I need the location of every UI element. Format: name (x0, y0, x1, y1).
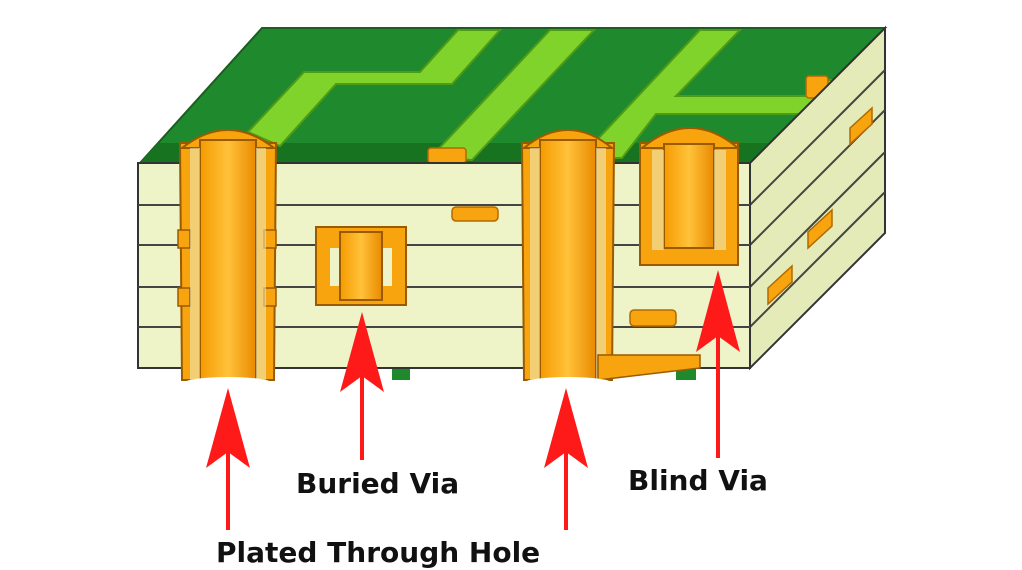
arrow-plated-through-hole-2 (544, 388, 588, 530)
bottom-green-peek-1 (392, 366, 410, 380)
arrow-blind-via (696, 270, 740, 458)
arrow-buried-via (340, 312, 384, 460)
trace-left (246, 29, 503, 148)
label-plated-through-hole: Plated Through Hole (216, 536, 540, 569)
inner-pad-2 (629, 309, 677, 327)
arrows (206, 270, 740, 530)
trace-pad-middle (427, 147, 467, 164)
inner-pad-1 (451, 206, 499, 222)
label-blind-via: Blind Via (628, 464, 768, 497)
buried-via-structure (315, 226, 407, 306)
label-buried-via: Buried Via (296, 467, 459, 500)
arrow-plated-through-hole-1 (206, 388, 250, 530)
blind-via-structure (639, 127, 741, 266)
side-copper-pads (767, 106, 873, 306)
plated-through-hole-1 (177, 129, 278, 389)
plated-through-hole-2 (520, 129, 701, 389)
